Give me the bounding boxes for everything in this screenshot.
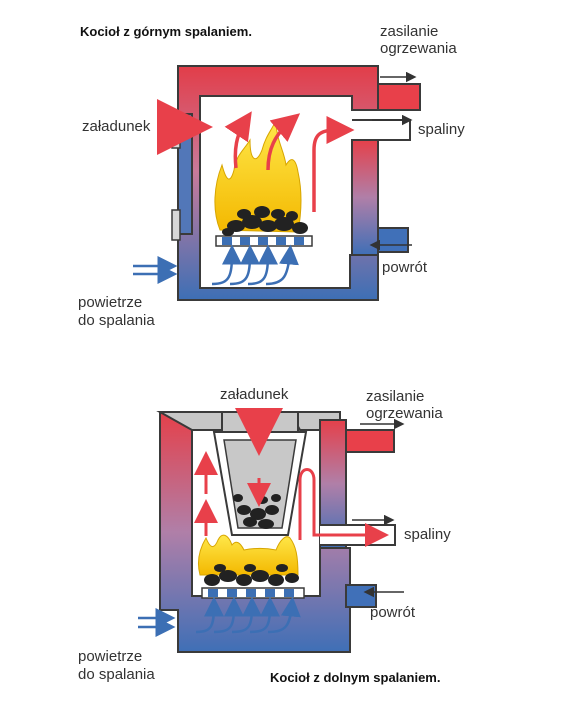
top-flames: [214, 119, 302, 233]
top-boiler: [133, 65, 421, 301]
bottom-return-label: powrót: [370, 604, 416, 621]
top-air-label-line1: powietrze: [78, 294, 143, 311]
top-grate: [215, 235, 313, 247]
top-air-label-line2: do spalania: [78, 312, 155, 329]
bottom-hopper-coal: [233, 494, 281, 529]
top-flue-pipe: [352, 119, 411, 141]
bottom-air-label-line1: powietrze: [78, 648, 143, 665]
top-return-label: powrót: [382, 259, 428, 276]
top-boiler-title: Kocioł z górnym spalaniem.: [80, 24, 252, 39]
bottom-grate: [201, 587, 305, 599]
bottom-air-intake-arrows: [138, 608, 176, 637]
top-air-intake-arrows: [133, 256, 178, 284]
bottom-loading-label: załadunek: [220, 386, 289, 403]
bottom-boiler-title: Kocioł z dolnym spalaniem.: [270, 670, 441, 685]
bottom-boiler: [138, 408, 405, 653]
bottom-supply-label-line2: ogrzewania: [366, 405, 443, 422]
bottom-flue-gas-arrow: [298, 468, 389, 547]
bottom-air-label-line2: do spalania: [78, 666, 155, 683]
bottom-flue-label: spaliny: [404, 526, 451, 543]
top-flue-label: spaliny: [418, 121, 465, 138]
bottom-supply-pipe: [345, 429, 395, 453]
top-flue-gas-arrow: [312, 116, 355, 212]
top-return-pipe: [377, 227, 409, 253]
top-coal: [222, 206, 308, 236]
top-loading-label: załadunek: [82, 118, 151, 135]
top-supply-label-line1: zasilanie: [380, 23, 439, 40]
top-supply-pipe: [377, 83, 421, 111]
bottom-coal: [204, 564, 299, 586]
bottom-supply-label-line1: zasilanie: [366, 388, 425, 405]
top-supply-label-line2: ogrzewania: [380, 40, 457, 57]
